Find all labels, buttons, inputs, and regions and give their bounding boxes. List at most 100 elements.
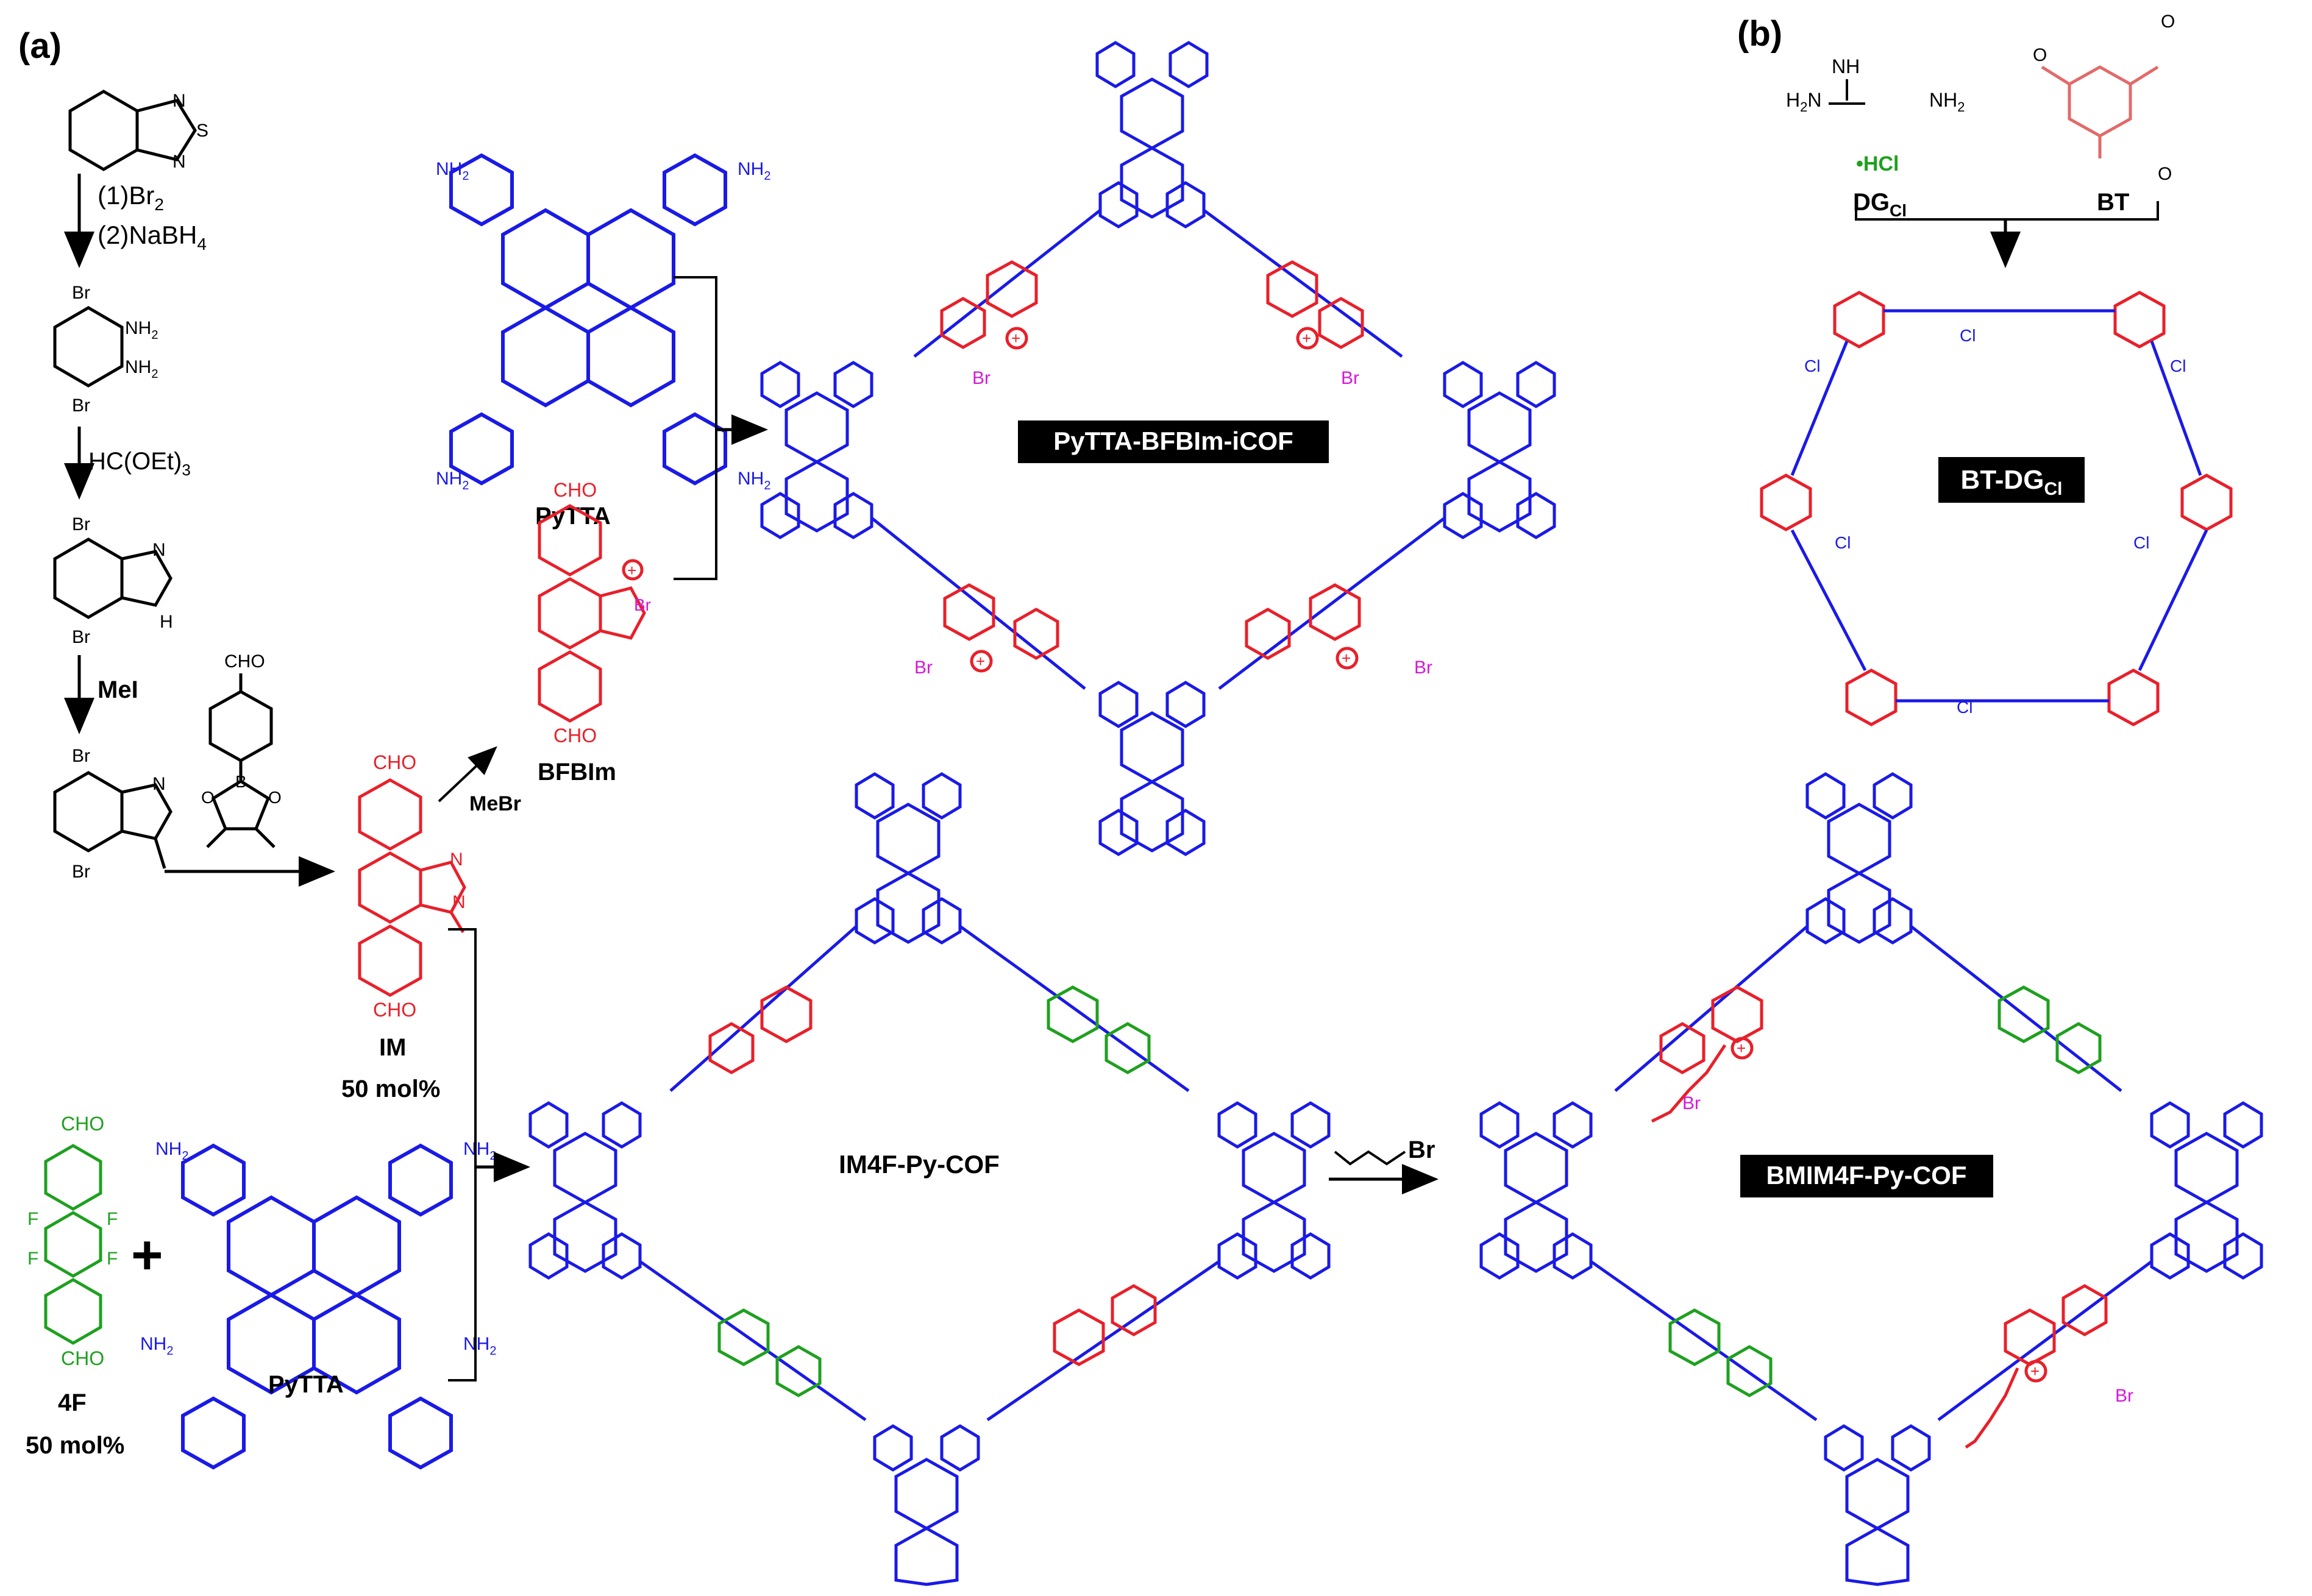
im-cho-top: CHO [373, 751, 416, 773]
bt-dg-label: BT-DGCl [1961, 465, 2063, 499]
bt-dg-cl-5: Cl [2133, 533, 2149, 552]
panel-b-label: (b) [1737, 14, 1782, 54]
fourf-cho-top: CHO [61, 1113, 104, 1135]
bt-label: BT [2097, 189, 2129, 216]
arrow-im-to-bfbim [438, 746, 497, 803]
fourf-cho-bottom: CHO [61, 1347, 104, 1369]
bfbim-label: BFBIm [538, 759, 616, 786]
bt-dg-framework [1760, 291, 2233, 726]
top-cof-plus-1: + [1011, 329, 1020, 347]
bt-o-1: O [2033, 45, 2047, 65]
reagent-mei: MeI [98, 676, 138, 703]
atom-h-bzim: H [160, 612, 173, 632]
im-mol-label: 50 mol% [341, 1076, 440, 1102]
im-structure [358, 778, 466, 997]
top-cof-br-1: Br [972, 368, 991, 388]
im4f-py-cof-framework [528, 772, 1331, 1586]
bfbim-cho-top: CHO [553, 479, 597, 501]
fourf-f-2: F [107, 1209, 118, 1229]
pytta-bottom-label: PyTTA [268, 1371, 344, 1398]
fourf-label: 4F [58, 1389, 87, 1416]
pytta-bottom-nh2-tl: NH2 [155, 1139, 188, 1163]
bt-dg-cl-6: Cl [1957, 698, 1972, 717]
reagent-butyl-br: Br [1408, 1137, 1435, 1163]
bfbim-plus: + [627, 561, 636, 580]
bt-o-2: O [2161, 12, 2175, 32]
dg-label: DGCl [1853, 189, 1907, 220]
bt-dg-cl-1: Cl [1960, 326, 1976, 345]
dibromo-diamine-structure [53, 306, 124, 388]
top-cof-plus-4: + [1342, 649, 1351, 667]
fourf-mol-label: 50 mol% [26, 1432, 124, 1459]
dibromo-benzimidazole-structure [53, 537, 173, 619]
im-n-b: N [452, 892, 466, 912]
atom-br-3top: Br [72, 746, 90, 766]
bt-dg-cl-4: Cl [1835, 533, 1851, 552]
dg-h2n: H2N [1786, 89, 1821, 115]
top-cof-plus-2: + [1302, 329, 1311, 347]
atom-br-2bottom: Br [72, 627, 90, 647]
fourf-f-3: F [27, 1249, 38, 1269]
pytta-bfbim-icof-label: PyTTA-BFBIm-iCOF [1053, 427, 1293, 455]
pytta-top-nh2-tl: NH2 [436, 159, 469, 183]
bmim4f-label: BMIM4F-Py-COF [1766, 1161, 1967, 1190]
atom-cho-boronate: CHO [224, 651, 265, 672]
bt-structure [2041, 65, 2159, 158]
bfbim-br-anion: Br [634, 595, 651, 614]
atom-br-bottom: Br [72, 395, 90, 416]
top-cof-br-4: Br [1414, 658, 1432, 678]
fourf-structure [44, 1144, 102, 1345]
top-cof-br-2: Br [1341, 368, 1359, 388]
atom-n-mbzim: N [152, 774, 166, 794]
pytta-bfbim-icof-framework [760, 41, 1556, 856]
plus-sign: + [131, 1225, 163, 1286]
bmim4f-plus-1: + [1737, 1039, 1746, 1057]
reagent-nabh4: (2)NaBH4 [98, 221, 207, 254]
bt-dg-label-bg [1938, 457, 2085, 503]
reagent-mebr: MeBr [469, 792, 521, 815]
benzothiadiazole-structure [68, 90, 197, 171]
fourf-f-4: F [107, 1249, 118, 1269]
bracket-bottom [448, 928, 477, 1381]
fourf-f-1: F [27, 1209, 38, 1229]
atom-o-boronate-l: O [201, 788, 215, 807]
top-cof-br-3: Br [914, 658, 933, 678]
methyl-dibromo-benzimidazole-structure [53, 771, 173, 869]
bmim4f-br-1: Br [1682, 1093, 1701, 1113]
atom-n-bzim: N [152, 540, 166, 560]
pytta-bottom-structure [181, 1143, 453, 1470]
formylphenyl-boronate-structure [206, 673, 276, 848]
bmim4f-label-bg [1740, 1155, 1993, 1197]
top-cof-plus-3: + [976, 652, 985, 670]
bmim4f-plus-2: + [2030, 1362, 2040, 1380]
panel-a-label: (a) [18, 26, 62, 66]
atom-br-top: Br [72, 283, 90, 303]
bt-o-3: O [2158, 164, 2172, 184]
atom-nh2-a: NH2 [125, 318, 158, 342]
atom-o-boronate-r: O [268, 788, 282, 807]
pytta-top-nh2-bl: NH2 [436, 469, 469, 492]
bt-dg-cl-2: Cl [1804, 356, 1820, 375]
atom-s: S [196, 121, 208, 141]
dg-nh: NH [1832, 55, 1860, 77]
bfbim-cho-bottom: CHO [553, 725, 597, 747]
im-n-a: N [450, 849, 463, 870]
pytta-top-nh2-br: NH2 [738, 469, 770, 492]
dg-nh2: NH2 [1929, 89, 1965, 115]
pytta-bottom-nh2-br: NH2 [463, 1334, 496, 1358]
bmim4f-br-2: Br [2115, 1386, 2133, 1406]
pytta-bottom-nh2-tr: NH2 [463, 1139, 496, 1163]
dg-hcl: •HCl [1856, 152, 1899, 176]
bracket-top [674, 276, 717, 580]
atom-nh2-b: NH2 [125, 357, 158, 381]
pytta-top-structure [449, 153, 727, 486]
bt-dg-cl-3: Cl [2170, 356, 2186, 375]
atom-n-1: N [173, 91, 186, 111]
butyl-bromide-chain [1334, 1150, 1406, 1166]
atom-br-2top: Br [72, 514, 90, 534]
reagent-orthoformate: HC(OEt)3 [88, 448, 191, 479]
bmim4f-py-cof-framework [1479, 772, 2263, 1586]
atom-n-2: N [173, 152, 186, 172]
atom-b-boronate: B [235, 772, 247, 791]
im-cho-bottom: CHO [373, 999, 416, 1021]
